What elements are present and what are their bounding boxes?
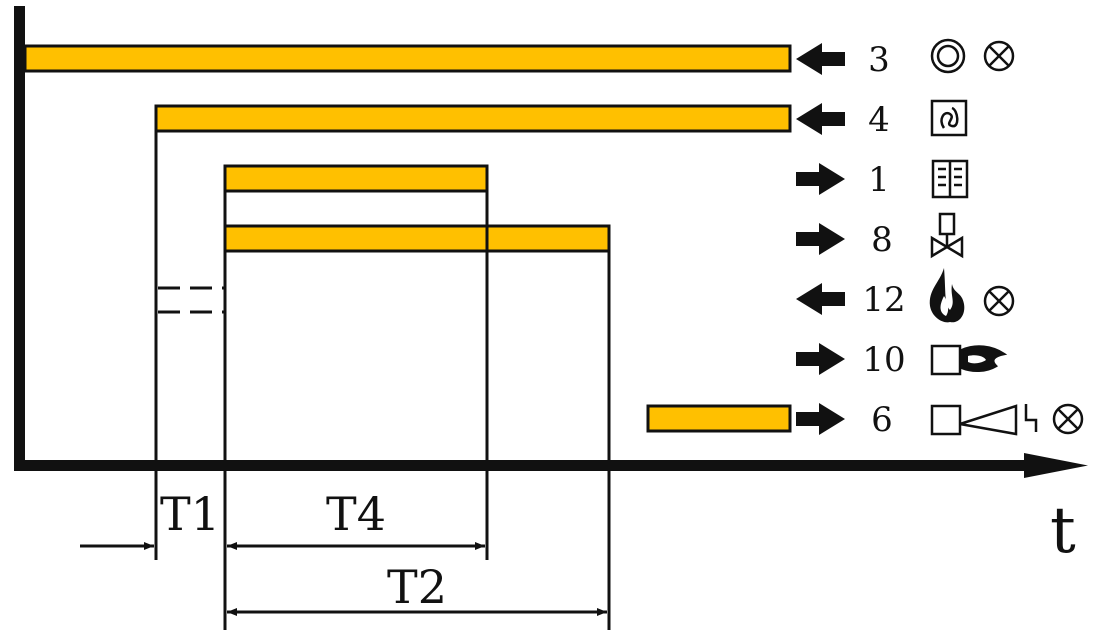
interval-arrows — [80, 542, 607, 616]
bar-signal-3 — [23, 44, 792, 73]
lamp-icon — [983, 40, 1015, 72]
bar-signal-4 — [154, 104, 792, 133]
flame-icon — [929, 268, 965, 323]
signal-number-12: 12 — [862, 280, 905, 320]
x-axis-arrowhead — [1024, 453, 1088, 478]
arrow-in-icon-signal-3 — [796, 43, 845, 75]
air-pressure-switch-icon — [930, 99, 968, 137]
timing-lines — [154, 106, 611, 630]
arrow-out-icon-signal-8 — [796, 223, 845, 255]
bar-signal-8 — [223, 224, 611, 253]
y-axis — [14, 6, 25, 470]
gas-valve-icon — [930, 212, 964, 259]
signal-number-4: 4 — [868, 100, 890, 140]
interval-label-t1: T1 — [160, 487, 220, 541]
lamp-icon — [983, 285, 1015, 317]
arrow-in-icon-signal-4 — [796, 103, 845, 135]
ignition-icon — [930, 344, 1008, 376]
ignition-dashed-window — [158, 286, 225, 314]
thermostat-icon — [931, 159, 969, 199]
x-axis-label: t — [1050, 494, 1076, 568]
signal-number-8: 8 — [871, 220, 893, 260]
interval-label-t4: T4 — [326, 487, 386, 541]
arrow-out-icon-signal-1 — [796, 163, 845, 195]
bar-signal-6 — [646, 404, 792, 433]
signal-number-3: 3 — [868, 40, 890, 80]
power-icon — [930, 38, 966, 74]
signal-number-1: 1 — [868, 160, 890, 200]
bar-signal-1 — [223, 164, 489, 193]
arrow-out-icon-signal-6 — [796, 403, 845, 435]
signal-number-6: 6 — [871, 400, 893, 440]
lamp-icon — [1052, 403, 1084, 435]
signal-number-10: 10 — [862, 340, 905, 380]
interval-label-t2: T2 — [387, 560, 447, 614]
arrow-out-icon-signal-10 — [796, 343, 845, 375]
flame-icon-inner — [940, 296, 949, 316]
x-axis — [14, 460, 1032, 471]
arrow-in-icon-signal-12 — [796, 283, 845, 315]
lockout-alarm-icon — [930, 404, 1038, 436]
